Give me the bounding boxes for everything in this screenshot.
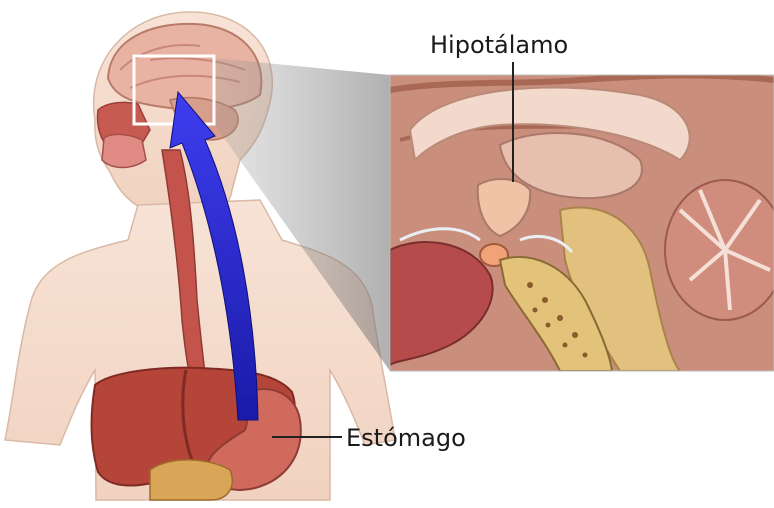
face-cross-section — [98, 102, 151, 167]
hypothalamus-inset — [390, 75, 774, 371]
intestines — [150, 460, 232, 500]
hypothalamus-label: Hipotálamo — [430, 31, 568, 59]
stomach-label: Estómago — [346, 424, 466, 452]
cerebellum — [665, 180, 774, 320]
